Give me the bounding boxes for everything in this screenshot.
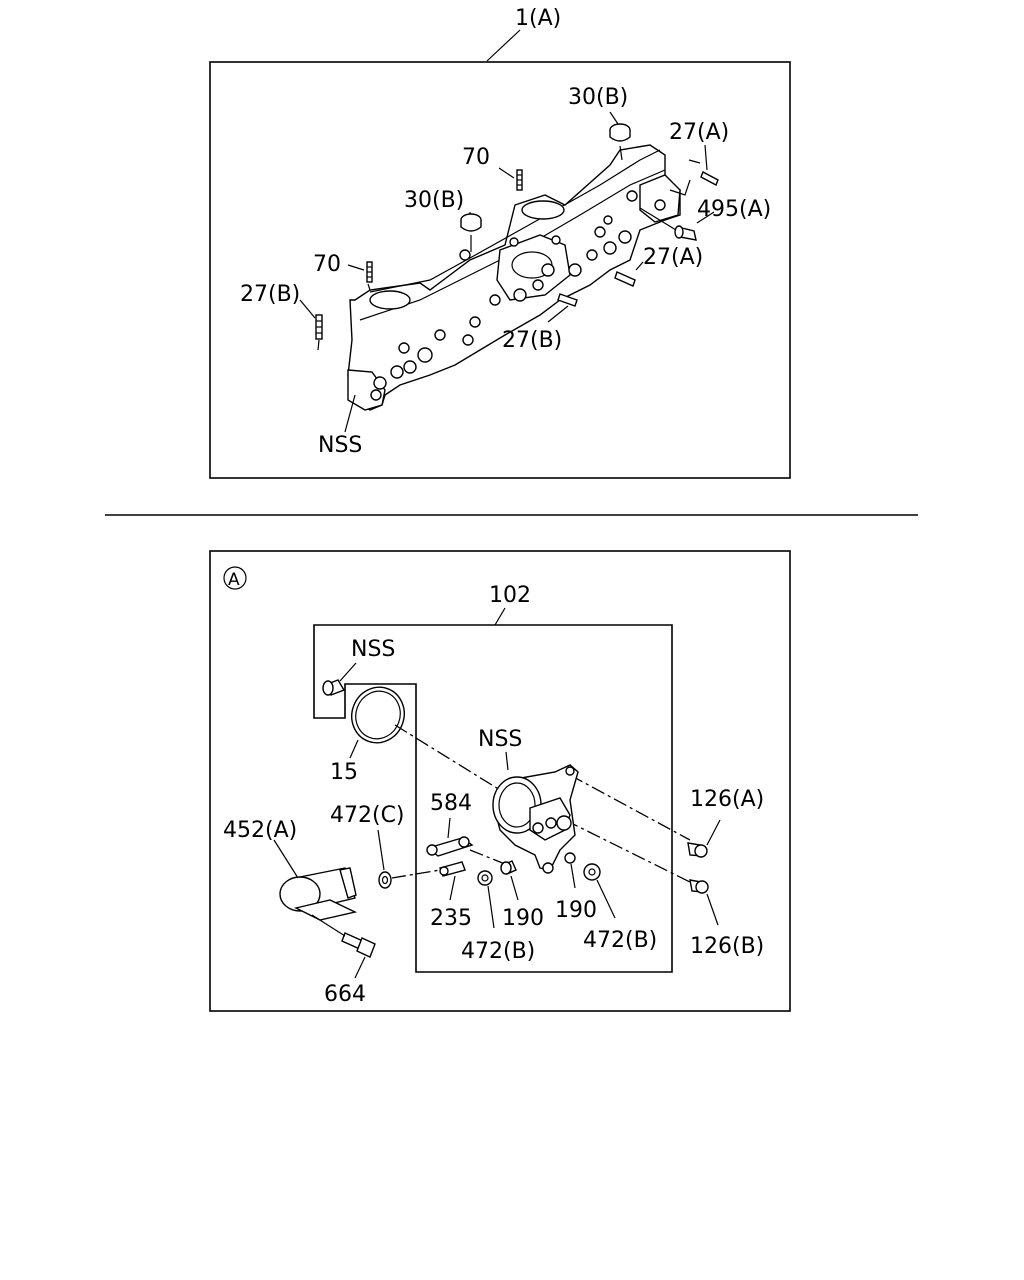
nss-small-cylinder: [322, 679, 346, 696]
callout-nss-top: NSS: [351, 637, 395, 662]
centerline-126b: [564, 819, 693, 884]
callout-495a: 495(A): [697, 197, 771, 222]
leader-102: [494, 607, 506, 626]
cap-30b-top: [609, 123, 631, 142]
plug-495a: [674, 225, 697, 241]
bolt-27a-mid: [614, 271, 636, 287]
intake-manifold: [347, 144, 681, 411]
callout-30b-mid: 30(B): [404, 188, 464, 213]
callout-15: 15: [330, 760, 358, 785]
collar-190-left: [500, 860, 517, 875]
lower-view: A: [209, 550, 791, 1012]
bolt-27a-top: [700, 171, 719, 186]
callout-472b-right: 472(B): [583, 928, 657, 953]
callout-126b: 126(B): [690, 934, 764, 959]
bolt-126b: [689, 879, 709, 894]
centerline-126a: [569, 774, 691, 841]
frame-leader: [486, 29, 521, 62]
callout-nss-mid: NSS: [478, 727, 522, 752]
callout-584: 584: [430, 791, 472, 816]
callout-472b-left: 472(B): [461, 939, 535, 964]
leader-664-dash: [311, 914, 346, 937]
centerline-472c: [391, 869, 441, 879]
link-584: [426, 836, 474, 857]
bolt-664: [341, 932, 376, 958]
centerline-ring: [394, 724, 501, 791]
callout-70-top: 70: [462, 145, 490, 170]
leader-126a: [706, 819, 721, 846]
callout-nss: NSS: [318, 433, 362, 458]
bolt-27b-left: [315, 314, 323, 340]
callout-235: 235: [430, 906, 472, 931]
o-ring-15: [351, 686, 405, 744]
cap-30b-mid: [460, 213, 482, 232]
callout-30b-top: 30(B): [568, 85, 628, 110]
callout-27b-bottom: 27(B): [502, 328, 562, 353]
solenoid-452a: [279, 867, 358, 921]
callout-102: 102: [489, 583, 531, 608]
callout-472c: 472(C): [330, 803, 405, 828]
actuator-nss-body: [492, 764, 579, 874]
upper-frame-label: 1(A): [515, 6, 561, 31]
leader-584: [447, 817, 451, 839]
nut-472b-right: [583, 863, 601, 881]
callout-70-left: 70: [313, 252, 341, 277]
leader-472b-right: [596, 879, 616, 919]
callout-27a-top: 27(A): [669, 120, 729, 145]
leader-664: [354, 956, 366, 979]
bolt-126a: [687, 842, 708, 858]
stud-70-top: [516, 169, 523, 191]
callout-126a: 126(A): [690, 787, 764, 812]
leader-190-left: [510, 875, 519, 901]
detail-marker-letter: A: [228, 570, 240, 590]
callout-27a-mid: 27(A): [643, 245, 703, 270]
upper-leaders: [299, 111, 715, 433]
leader-126b: [706, 893, 719, 926]
pin-235: [439, 861, 466, 877]
upper-view: 1(A): [209, 6, 791, 479]
upper-frame: [209, 61, 791, 479]
detail-marker: A: [223, 566, 247, 590]
stud-70-left: [366, 261, 373, 283]
assembly-102-outline: [313, 624, 673, 973]
callout-664: 664: [324, 982, 366, 1007]
bolt-27b-bottom: [557, 293, 578, 307]
leader-472c: [377, 829, 385, 871]
callout-27b-left: 27(B): [240, 282, 300, 307]
leader-nss-top: [339, 662, 357, 682]
leader-235: [449, 875, 456, 901]
leader-15: [349, 739, 359, 759]
leader-452a: [273, 839, 299, 879]
callout-190-right: 190: [555, 898, 597, 923]
leader-190-right: [570, 863, 576, 889]
lower-frame: [209, 550, 791, 1012]
leader-nss-mid: [505, 751, 509, 771]
washer-472c: [378, 871, 392, 889]
callout-452a: 452(A): [223, 818, 297, 843]
nut-472b-left: [477, 870, 493, 886]
collar-190-right: [564, 852, 576, 864]
leader-472b-left: [487, 885, 495, 929]
callout-190-left: 190: [502, 906, 544, 931]
